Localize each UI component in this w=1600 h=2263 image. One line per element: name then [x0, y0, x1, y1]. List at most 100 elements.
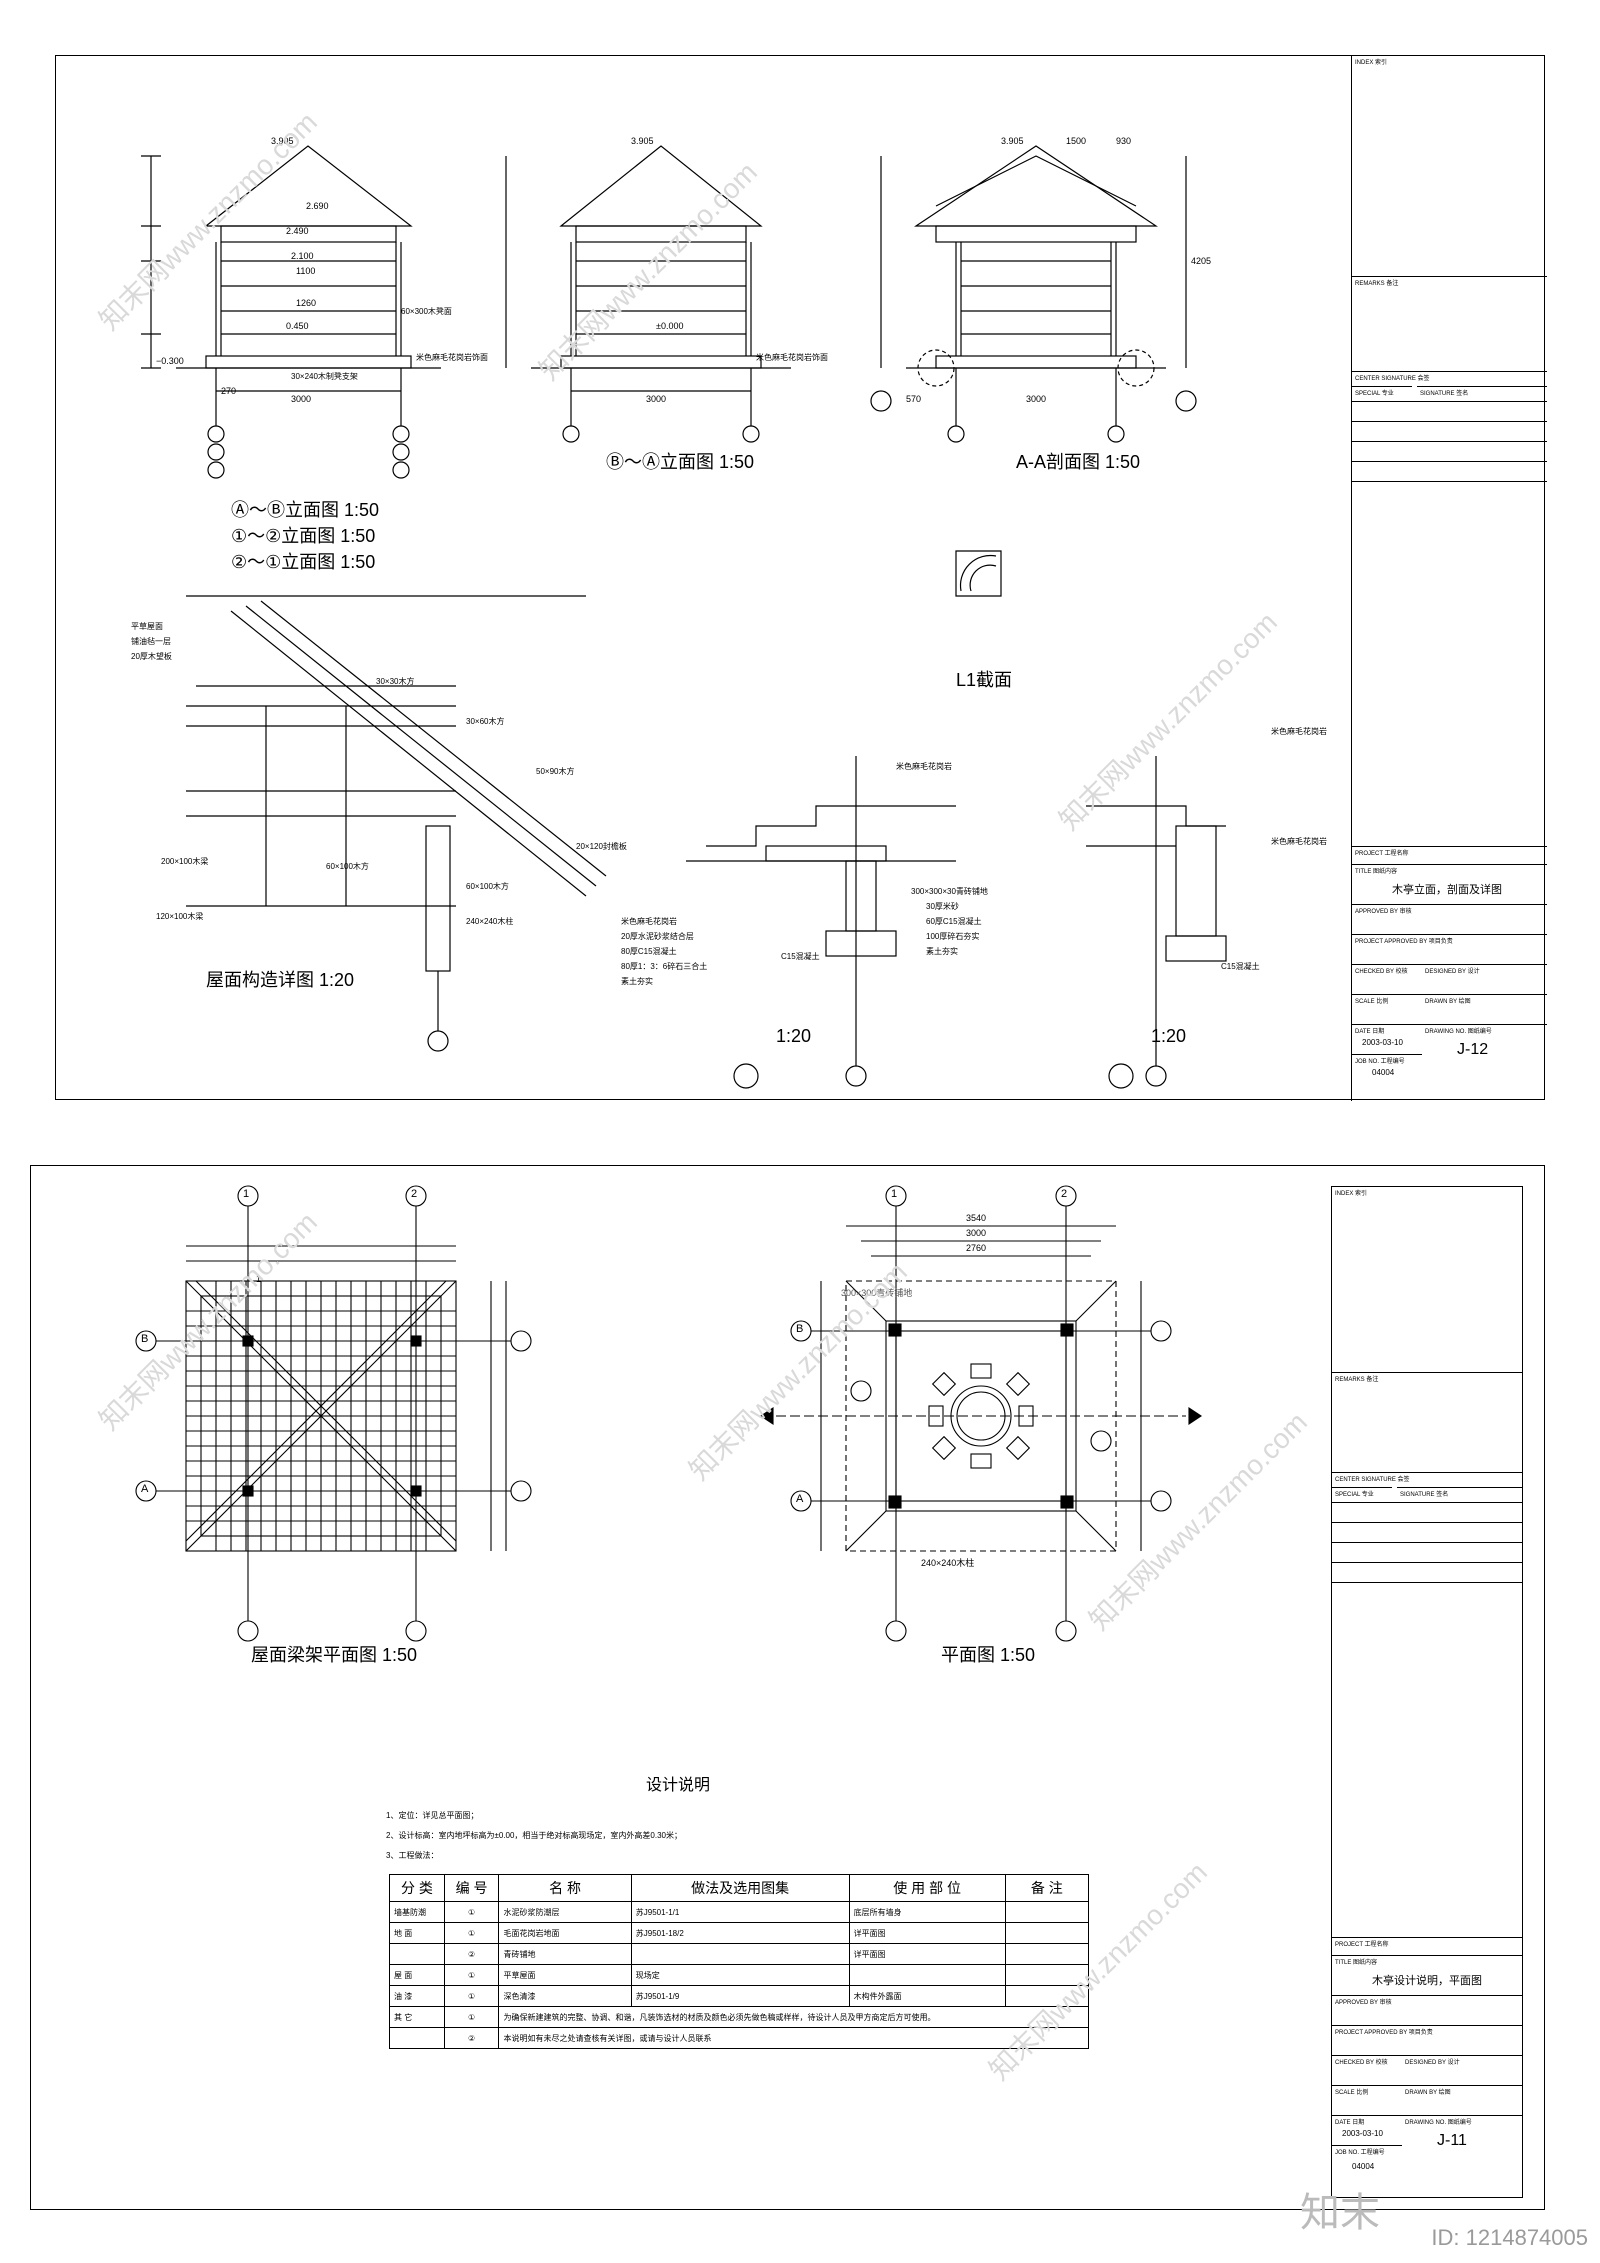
dim-1500: 1500: [1066, 136, 1087, 146]
cell: [1004, 1922, 1090, 1944]
note-plan-tile: 300×300青砖铺地: [841, 1288, 913, 1298]
cell: 平草屋面: [498, 1964, 632, 1986]
drawing-sheet-2: 1 300×300青砖铺地 240×240木柱 3540 3000 2760 1…: [30, 1165, 1545, 2210]
tb2-signature: SIGNATURE 签名: [1397, 1487, 1522, 1502]
tb-drawing-no-label: DRAWING NO. 图纸编号: [1422, 1024, 1547, 1054]
dim-top-3: 3.905: [1001, 136, 1024, 146]
cell: ①: [443, 1985, 500, 2007]
tb2-title-label: TITLE 图纸内容: [1332, 1955, 1522, 1995]
dim-2490: 2.490: [286, 226, 309, 236]
sheet1-drawings: [141, 145, 1227, 1089]
cell: 深色清漆: [498, 1985, 632, 2007]
cell: 木构件外露面: [848, 1985, 1006, 2007]
cell: 墙基防潮: [389, 1901, 445, 1923]
dim-3000: 3000: [291, 394, 312, 404]
tb2-sheet-no: J-11: [1437, 2132, 1467, 2149]
note-bench: 60×300木凳面: [401, 307, 452, 316]
tb2-job: 04004: [1352, 2162, 1375, 2171]
tb-designed: DESIGNED BY 设计: [1422, 964, 1547, 994]
section-a-a: [870, 145, 1197, 443]
floor-plan: [760, 1185, 1202, 1642]
note-20x120: 20×120封檐板: [576, 842, 627, 851]
cell: ①: [443, 2006, 500, 2028]
elevation-b-a: [505, 145, 791, 443]
spec-header: 分 类: [389, 1874, 445, 1902]
cell: 苏J9501-1/1: [630, 1901, 850, 1923]
note-roof3: 20厚木望板: [131, 652, 172, 661]
spec-header: 备 注: [1004, 1874, 1090, 1902]
title-block-1: INDEX 索引 REMARKS 备注 CENTER SIGNATURE 会签 …: [1351, 56, 1547, 1101]
table-row: ② 青砖铺地 详平面图: [389, 1943, 1090, 1965]
dim-270: 270: [221, 386, 237, 396]
note-d1-a: 300×300×30青砖铺地: [911, 887, 988, 896]
l1-section: [955, 550, 1002, 597]
dim-plan-3000: 3000: [966, 1228, 987, 1238]
tb2-special: SPECIAL 专业: [1332, 1487, 1392, 1502]
axis-b-plan: B: [796, 1323, 804, 1335]
cell: 水泥砂浆防潮层: [498, 1901, 632, 1923]
note-30x60: 30×60木方: [466, 717, 505, 726]
table-row: 屋 面 ① 平草屋面 现场定: [389, 1964, 1090, 1986]
note-d1-f: 米色麻毛花岗岩: [621, 917, 677, 926]
note-d1-j: 素土夯实: [621, 977, 653, 986]
spec-header-row: 分 类 编 号 名 称 做法及选用图集 使 用 部 位 备 注: [389, 1874, 1090, 1902]
tb2-drawing-no-label: DRAWING NO. 图纸编号: [1402, 2115, 1522, 2145]
dim-4205: 4205: [1191, 256, 1212, 266]
table-row: 墙基防潮 ① 水泥砂浆防潮层 苏J9501-1/1 底层所有墙身: [389, 1901, 1090, 1923]
dim-1260: 1260: [296, 298, 317, 308]
drawing-sheet-1: 3.905 2.690 2.490 2.100 1100 1260 0.450 …: [55, 55, 1547, 1101]
note-30x30: 30×30木方: [376, 677, 415, 686]
elevation-a-b: [141, 145, 441, 479]
cell: [389, 1943, 445, 1965]
note-d2-stone-2: 米色麻毛花岗岩: [1271, 837, 1327, 846]
cell: 现场定: [630, 1964, 850, 1986]
note-d1-g: 20厚水泥砂浆结合层: [621, 932, 694, 941]
dim-2100: 2.100: [291, 251, 314, 261]
view-roof-plan: 屋面梁架平面图 1:50: [251, 1645, 418, 1665]
cell: ②: [443, 1943, 500, 1965]
cell: 其 它: [389, 2006, 445, 2028]
design-line-2: 2、设计标高：室内地坪标高为±0.00，相当于绝对标高现场定，室内外高差0.30…: [386, 1831, 682, 1840]
watermark-id: ID: 1214874005: [1431, 2225, 1588, 2250]
tb2-date-label: DATE 日期: [1332, 2115, 1402, 2145]
design-heading: 设计说明: [646, 1777, 711, 1794]
axis-1-plan: 1: [891, 1188, 898, 1200]
dim-top: 3.905: [271, 136, 294, 146]
cell: [630, 1943, 850, 1965]
cell: 地 面: [389, 1922, 445, 1944]
axis-1-roof: 1: [243, 1188, 250, 1200]
dim-plan-2760: 2760: [966, 1243, 987, 1253]
roof-beam-grid: [186, 1281, 456, 1551]
cell: 详平面图: [848, 1943, 1006, 1965]
tb-checked: CHECKED BY 校核: [1352, 964, 1422, 994]
note-d1-d: 100厚碎石夯实: [926, 932, 980, 941]
note-c15-2: C15混凝土: [1221, 962, 1260, 971]
tb-signature: SIGNATURE 签名: [1417, 386, 1547, 401]
axis-2-roof: 2: [411, 1188, 418, 1200]
axis-label-one-top: 1: [256, 1274, 262, 1284]
cell: 底层所有墙身: [848, 1901, 1006, 1923]
cell: [1004, 1901, 1090, 1923]
tb2-checked: CHECKED BY 校核: [1332, 2055, 1402, 2085]
axis-a-plan: A: [796, 1493, 804, 1505]
tb2-index: INDEX 索引: [1335, 1191, 1368, 1197]
dim-0450: 0.450: [286, 321, 309, 331]
note-60x100: 60×100木方: [326, 862, 369, 871]
tb-drawn: DRAWN BY 绘图: [1422, 994, 1547, 1024]
cell: 青砖铺地: [498, 1943, 632, 1965]
view-elev-ba: Ⓑ～Ⓐ立面图 1:50: [606, 452, 755, 472]
spec-table: 分 类 编 号 名 称 做法及选用图集 使 用 部 位 备 注 墙基防潮 ① 水…: [389, 1874, 1090, 2049]
axis-a-roof: A: [141, 1483, 149, 1495]
view-section-aa: A-A剖面图 1:50: [1016, 452, 1141, 472]
table-row: 油 漆 ① 深色清漆 苏J9501-1/9 木构件外露面: [389, 1985, 1090, 2007]
tb-date-label: DATE 日期: [1352, 1024, 1422, 1054]
view-l1: L1截面: [956, 670, 1013, 690]
note-roof2: 铺油毡一层: [131, 637, 171, 646]
view-detail-1: 1:20: [776, 1026, 812, 1046]
dim-2690: 2.690: [306, 201, 329, 211]
note-240x240: 240×240木柱: [466, 917, 514, 926]
cell: 苏J9501-18/2: [630, 1922, 850, 1944]
note-plan-col: 240×240木柱: [921, 1558, 975, 1568]
tb2-date: 2003-03-10: [1342, 2129, 1383, 2138]
dim-top-2: 3.905: [631, 136, 654, 146]
